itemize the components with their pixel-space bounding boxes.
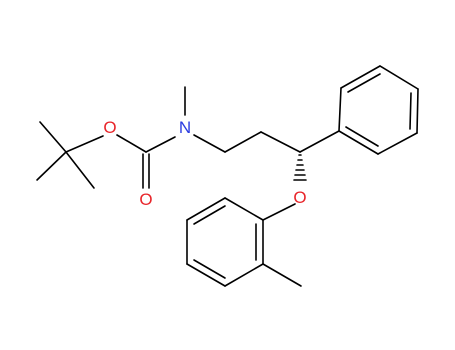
tolyl-ring [186,197,302,287]
amine-chain [184,86,301,153]
tolyl-bond-1 [224,197,264,221]
tolyl-bond-2 [186,197,226,221]
bond-ch2-ch2 [224,131,262,153]
stereocenter [293,130,340,181]
tolyl-double-bond-a [193,205,226,225]
tolyl-bond-4 [186,263,226,287]
tolyl-bond-5 [224,263,264,287]
nitrogen-label: N [179,118,191,137]
tert-butyl-group [36,121,104,189]
bond-ring-methyl [262,263,302,287]
ether-oxygen-label: O [293,188,306,207]
bond-tbu-oxygen [65,135,104,153]
phenyl-bond-5 [377,132,418,155]
phenyl-double-bond-b [409,92,412,130]
bond-stereocenter-phenyl [299,130,340,153]
hashed-wedge-bond [293,154,307,181]
bond-ether-o-ring [262,203,296,221]
tolyl-double-bond-b [193,259,226,279]
phenyl-bond-4 [416,88,419,134]
phenyl-bond-1 [338,87,342,132]
bond-ch2-stereocenter [260,131,301,153]
bond-n-ch2 [193,134,226,153]
carbonyl-oxygen-label: O [139,190,152,209]
phenyl-bond-6 [338,130,379,155]
carbamate-group [116,134,176,189]
phenyl-bond-2 [340,65,381,89]
bond-tbu-methyl-1 [39,121,67,153]
phenyl-ring [338,65,419,155]
phenyl-bond-3 [379,65,419,90]
bond-ester-o-carbon [116,134,147,153]
bond-carbon-nitrogen [145,136,176,153]
phenyl-double-bond-c [345,126,379,147]
bond-tbu-methyl-3 [65,151,95,189]
bond-tbu-methyl-2 [36,151,67,181]
phenyl-double-bond-a [347,73,381,93]
ester-oxygen-label: O [103,118,116,137]
atom-labels: O O N O [103,118,306,209]
